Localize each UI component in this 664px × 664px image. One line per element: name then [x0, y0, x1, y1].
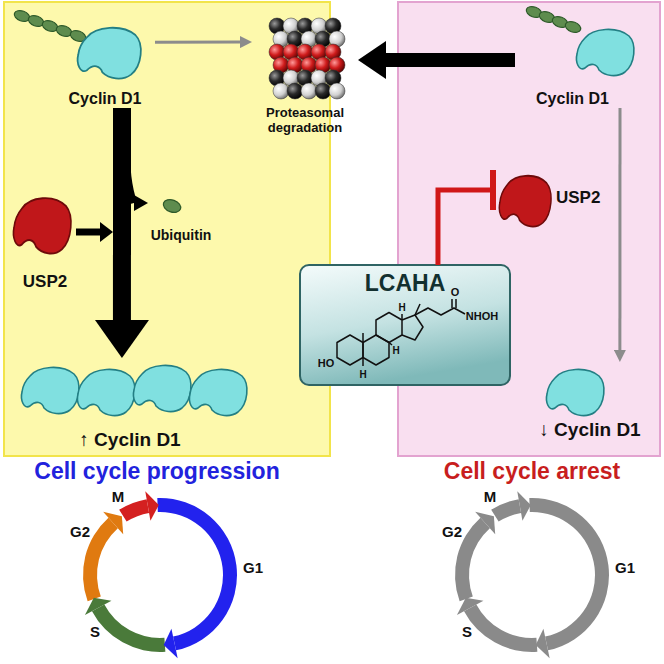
ring-bond	[402, 315, 423, 340]
proteasome-symbol	[269, 18, 345, 99]
node-label: USP2	[556, 188, 600, 208]
phase-arc	[464, 605, 537, 652]
protein-group: ↓ Cyclin D1	[525, 362, 655, 442]
cyclin-shape	[546, 369, 603, 415]
arrow-shaft	[76, 229, 101, 236]
phase-arrowhead	[164, 629, 178, 658]
cyclin-shape	[77, 369, 134, 415]
atom-label: H	[392, 345, 399, 356]
enzyme-shape: USP2	[496, 160, 612, 236]
enzyme-shape: USP2	[10, 188, 80, 292]
cyclin-shape	[189, 369, 246, 415]
methyl-bond	[362, 333, 364, 343]
phase-label: G1	[243, 560, 263, 577]
cyclin-shape	[78, 28, 141, 79]
hydrogen-bond	[389, 343, 392, 346]
cyclin-shapes	[21, 28, 633, 416]
phase-label: S	[90, 624, 100, 641]
phase-label: G1	[615, 560, 635, 577]
phase-label: G2	[442, 524, 462, 541]
node-label: Proteasomal degradation	[252, 105, 358, 136]
inhibitor-box	[300, 265, 510, 385]
phase-label: S	[462, 624, 472, 641]
node-label: Cyclin D1	[69, 89, 142, 108]
panel-heading: Cell cycle progression	[34, 459, 279, 484]
ubiquitin-bead	[161, 197, 182, 214]
phase-arc	[529, 498, 609, 650]
hydrogen-bond	[401, 314, 403, 320]
cyclin-shape	[133, 365, 190, 411]
cyclin-shape	[21, 367, 78, 413]
arrow-connector	[618, 108, 621, 350]
node-label: ↓ Cyclin D1	[539, 419, 640, 442]
phase-arrowhead	[145, 491, 159, 521]
phase-arc	[157, 498, 237, 650]
side-chain-bond	[415, 308, 465, 315]
arrow-connector	[127, 108, 134, 203]
ubiquitin-chain	[13, 9, 87, 44]
atom-label: HO	[318, 357, 335, 369]
proteasome-subunit	[301, 83, 317, 99]
phase-label: G2	[70, 524, 90, 541]
hydrogen-bond	[362, 358, 364, 367]
atom-label: O	[451, 286, 460, 298]
cyclin-shape	[576, 29, 633, 75]
ubiquitin-tag: Ubiquitin	[146, 198, 216, 244]
cell-cycle-rings	[83, 491, 609, 658]
atom-label: NHOH	[466, 310, 498, 322]
usp2-shape	[499, 176, 551, 227]
arrow-connector	[155, 41, 240, 44]
panel-heading: Cell cycle arrest	[444, 459, 620, 484]
atom-label: H	[359, 369, 366, 380]
arrow-connector	[386, 53, 515, 67]
progression-panel	[4, 2, 330, 456]
node-label: Ubiquitin	[151, 227, 212, 244]
phase-arc	[92, 605, 165, 652]
phase-label: M	[484, 489, 497, 506]
proteasome-subunit	[315, 83, 331, 99]
phase-arrowhead	[103, 512, 123, 534]
proteasome-subunit	[287, 83, 303, 99]
carbonyl-bond	[452, 299, 456, 308]
phase-arrowhead	[517, 491, 531, 521]
phase-arrowhead	[475, 512, 495, 534]
phase-label: M	[112, 489, 125, 506]
usp2-shapes	[13, 176, 551, 254]
usp2-shape	[13, 198, 70, 253]
usp2-action-arrow	[76, 222, 113, 242]
ubiquitin-bead	[564, 20, 582, 35]
ring-bond	[337, 335, 363, 365]
node-label: USP2	[23, 272, 67, 292]
ubiquitin-chain	[525, 5, 582, 35]
inhibition-connector	[438, 190, 490, 265]
ring-bond	[376, 313, 402, 343]
proteasome: Proteasomal degradation	[252, 14, 358, 136]
node-label: Cyclin D1	[536, 89, 609, 108]
phase-arrowhead	[85, 598, 111, 615]
phase-arrowhead	[457, 598, 483, 615]
phase-arrowhead	[536, 629, 550, 658]
protein-group: ↑ Cyclin D1	[15, 358, 245, 452]
arrow-head	[100, 222, 113, 242]
chemical-structure	[337, 299, 465, 366]
node-label: LCAHA	[365, 270, 446, 298]
arrest-panel	[398, 2, 660, 456]
atom-label: H	[398, 302, 405, 313]
protein-shape: Cyclin D1	[515, 8, 630, 108]
proteasome-subunit	[329, 83, 345, 99]
proteasome-subunit	[273, 83, 289, 99]
node-label: ↑ Cyclin D1	[79, 429, 180, 452]
protein-shape: Cyclin D1	[55, 10, 155, 108]
